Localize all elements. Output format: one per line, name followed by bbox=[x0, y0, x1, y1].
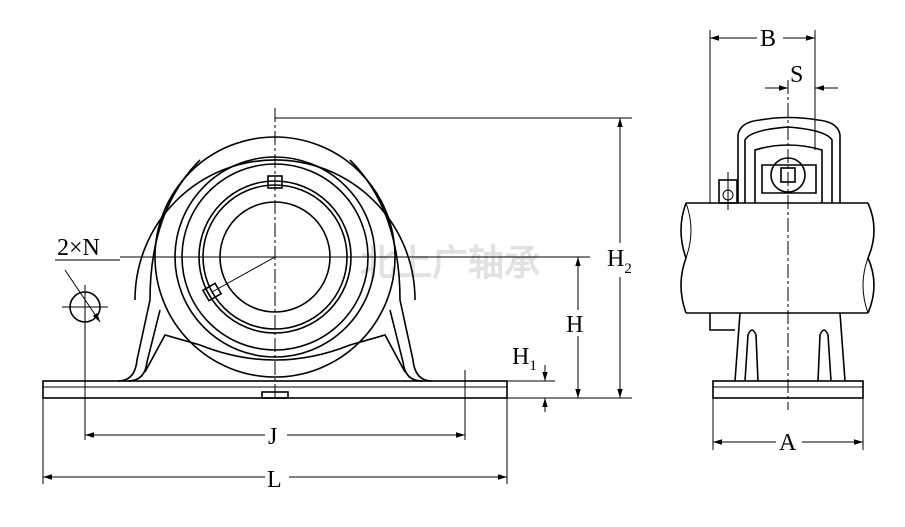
label-h: H bbox=[566, 312, 583, 338]
label-b: B bbox=[760, 26, 776, 52]
housing-cap bbox=[737, 116, 841, 203]
watermark: 北上广轴承 bbox=[360, 243, 540, 284]
shaft bbox=[686, 202, 868, 314]
label-l: L bbox=[267, 467, 282, 493]
side-view: B S A bbox=[680, 25, 875, 456]
right-leg bbox=[349, 159, 433, 382]
label-j: J bbox=[268, 424, 277, 450]
label-a: A bbox=[779, 430, 797, 456]
label-s: S bbox=[790, 62, 803, 88]
label-h2: H2 bbox=[607, 246, 632, 277]
front-view: 2×N J L H2 H H1 bbox=[42, 108, 643, 493]
left-leg bbox=[117, 159, 201, 382]
label-n: 2×N bbox=[57, 235, 100, 261]
label-h1: H1 bbox=[512, 344, 537, 374]
